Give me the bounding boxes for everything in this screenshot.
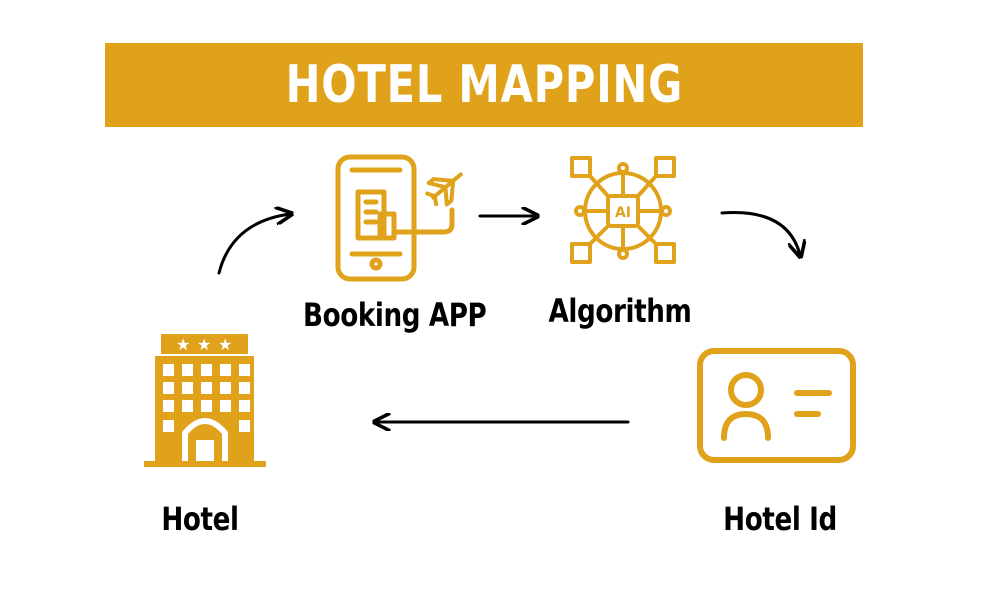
- hotel-window: [239, 382, 250, 394]
- hotel-windows: [163, 364, 250, 432]
- node-label-hotel-id: Hotel Id: [723, 500, 837, 538]
- svg-text:★: ★: [218, 335, 232, 354]
- hotel-window: [220, 382, 231, 394]
- arrow-algorithm-to-hotelid: [720, 211, 800, 255]
- hotel-window: [163, 400, 174, 412]
- hotel-window: [201, 382, 212, 394]
- hotel-window: [182, 364, 193, 376]
- hotel-window: [182, 400, 193, 412]
- airplane-icon: [425, 172, 463, 207]
- hotel-window: [163, 382, 174, 394]
- svg-text:★: ★: [176, 335, 190, 354]
- hotel-entrance: [182, 418, 228, 461]
- arrow-hotel-to-booking: [217, 214, 290, 275]
- hotel-window: [201, 400, 212, 412]
- hotel-window: [239, 420, 250, 432]
- hotel-window: [163, 364, 174, 376]
- svg-text:★: ★: [197, 335, 211, 354]
- diagram-title: HOTEL MAPPING: [285, 55, 683, 115]
- node-label-algorithm: Algorithm: [548, 292, 692, 330]
- hotel-window: [163, 420, 174, 432]
- node-label-booking-app: Booking APP: [303, 296, 487, 334]
- hotel-window: [201, 364, 212, 376]
- hotel-window: [220, 400, 231, 412]
- hotel-window: [239, 364, 250, 376]
- flow-arrows: [217, 211, 800, 422]
- smartphone-booking-icon: [335, 154, 455, 282]
- node-label-hotel: Hotel: [161, 500, 239, 538]
- hotel-window: [220, 364, 231, 376]
- id-card-icon: [697, 348, 856, 463]
- hotel-window: [182, 382, 193, 394]
- hotel-window: [239, 400, 250, 412]
- ai-chip-icon: [570, 156, 676, 264]
- title-banner: HOTEL MAPPING: [105, 43, 863, 127]
- ai-chip-text: AI: [615, 205, 631, 221]
